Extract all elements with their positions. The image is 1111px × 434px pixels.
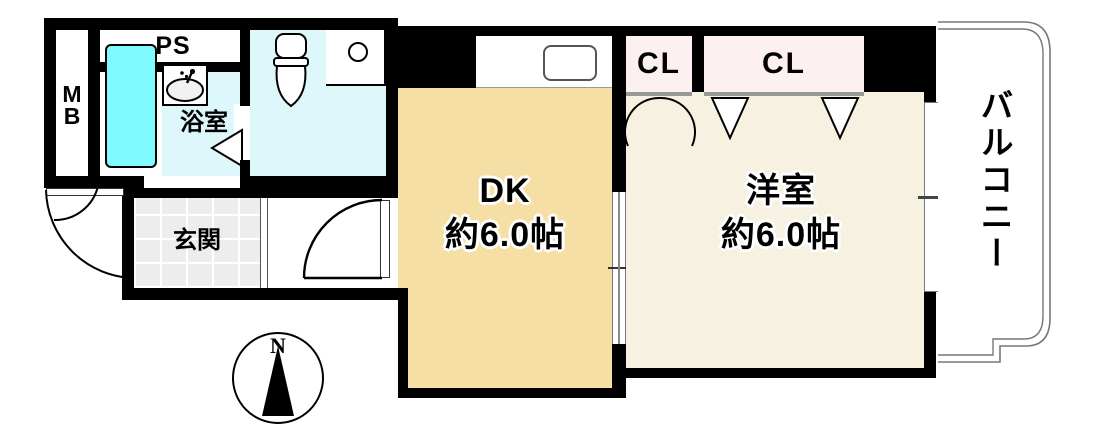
compass-label: N (270, 333, 286, 358)
dk-area-label: 約6.0帖 (444, 216, 566, 254)
wall-corridor-top (122, 188, 398, 198)
kitchen-sink-icon (543, 45, 597, 81)
dk-floor (398, 88, 612, 398)
wall-wet-block-bottom (240, 176, 398, 188)
washitsu-floor (626, 88, 936, 378)
wall-bath-toilet-divider-lower (240, 160, 250, 188)
mb-label-line2: B (63, 102, 81, 129)
dk-room-sliding-door-mullion (618, 192, 620, 344)
genkan-label: 玄関 (173, 227, 221, 254)
closet-right-door-line (704, 92, 864, 96)
wall-mb-divider (88, 18, 100, 188)
wall-corridor-left (122, 188, 134, 300)
wall-dk-top-left (398, 26, 476, 88)
closet-left-double-door[interactable] (623, 96, 697, 148)
closet-right-label: CL (762, 47, 806, 80)
compass-north-icon (228, 328, 328, 428)
washitsu-area-label: 約6.0帖 (720, 216, 842, 254)
dk-name-label: DK (479, 172, 531, 210)
bath-door-folding (210, 128, 243, 168)
wall-room-bottom (614, 368, 936, 378)
mb-label: M B (56, 81, 88, 129)
wall-room-right-lower (924, 292, 936, 378)
toilet-icon (273, 33, 309, 108)
wall-dk-room-partition-upper (612, 26, 626, 192)
closet-left-door-line (626, 92, 692, 96)
genkan-floor (134, 198, 260, 288)
genkan-step-line (260, 198, 268, 288)
washitsu-name-label: 洋室 (746, 172, 816, 210)
wall-wet-block-right (386, 18, 398, 188)
closet-left-label: CL (637, 47, 681, 80)
balcony-outline (938, 18, 1054, 366)
wall-dk-left (398, 288, 408, 398)
sink-icon (166, 68, 204, 102)
washing-machine-space-icon (348, 42, 368, 62)
bath-label: 浴室 (180, 109, 228, 136)
genkan-inner-door-swing (302, 198, 383, 280)
wall-ps-right (240, 18, 250, 72)
entrance-door-swing-small (53, 185, 99, 222)
entrance-door-swing (45, 189, 135, 279)
wall-bath-toilet-divider (240, 72, 250, 106)
mb-shaft (56, 30, 88, 176)
hallway-floor (268, 198, 398, 288)
mb-label-line1: M (62, 81, 82, 107)
wall-room-top (614, 26, 936, 36)
balcony-label: バルコニー (976, 87, 1013, 273)
ps-label: PS (155, 32, 191, 60)
closet-right-folding-door[interactable] (704, 96, 866, 141)
wall-corridor-bottom (122, 288, 398, 300)
wall-left-block-left (44, 18, 56, 188)
wall-room-right-upper (924, 26, 936, 102)
balcony-sliding-door-rail (918, 196, 944, 199)
wall-dk-top-bar (398, 26, 614, 36)
genkan-inner-door-panel (380, 200, 390, 278)
wall-closet-left-right (692, 26, 704, 92)
closet-right-area (704, 36, 864, 92)
closet-left-area (626, 36, 692, 92)
wall-dk-bottom (398, 388, 614, 398)
wall-left-block-bottom (44, 176, 144, 188)
bathtub-icon (105, 44, 157, 168)
wall-left-block-top (44, 18, 386, 30)
